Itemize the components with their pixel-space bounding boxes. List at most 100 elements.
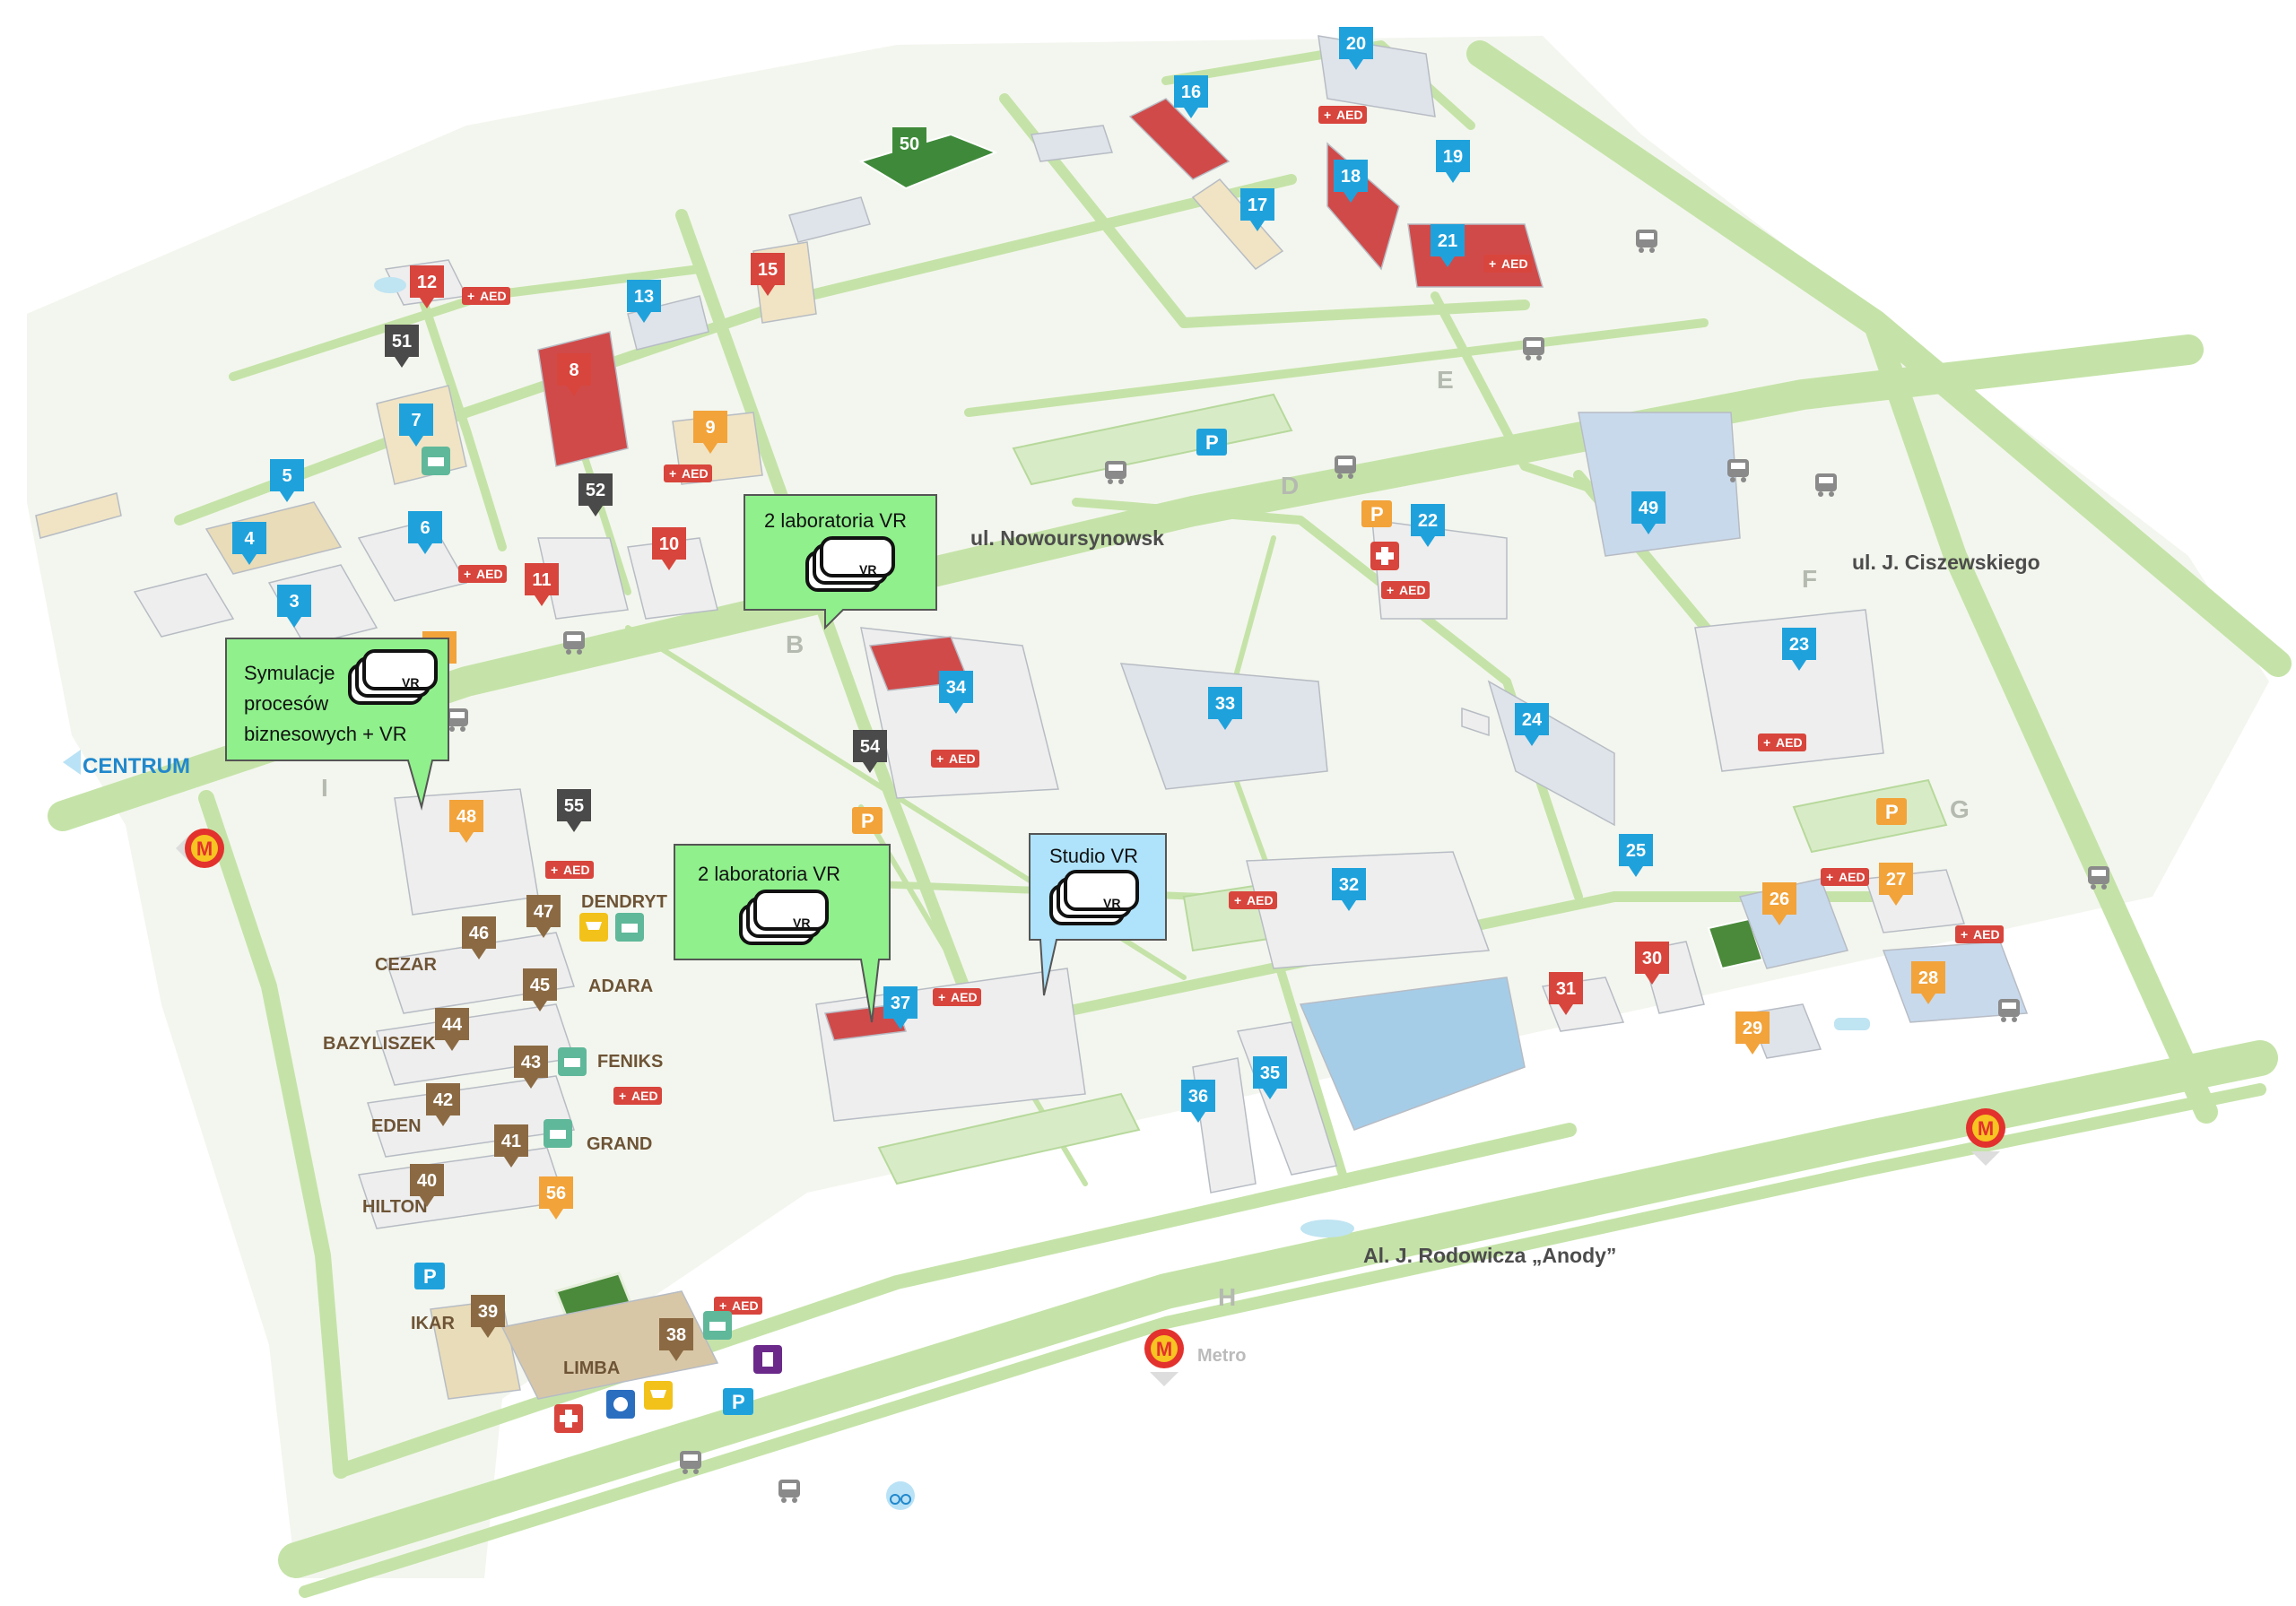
pin-marker [1911,961,1945,1004]
svg-text:AED: AED [1501,256,1528,271]
svg-text:+: + [1234,893,1241,907]
pin-number: 9 [705,418,715,438]
aed-icon: +AED [933,988,981,1006]
building-pin-56: 56 [539,1176,573,1220]
building-pin-6: 6 [408,511,442,554]
svg-text:AED: AED [1399,583,1426,597]
aed-icon: +AED [458,565,507,583]
tennis-court [1707,917,1764,970]
building-pin-8: 8 [557,353,591,396]
building-pin-26: 26 [1762,882,1796,925]
building-pin-31: 31 [1549,972,1583,1015]
building-pin-39: 39 [471,1295,505,1338]
pin-marker [1436,140,1470,183]
building-pin-19: 19 [1436,140,1470,183]
vr-studio-title: Studio VR [1049,845,1138,867]
vr-symulacje-line3: biznesowych + VR [244,723,407,745]
printer-icon [615,913,644,942]
bus-icon [563,631,585,655]
pin-number: 54 [860,737,881,757]
building-pin-11: 11 [525,563,559,606]
building-pin-46: 46 [462,916,496,959]
pin-number: 5 [282,466,291,486]
svg-text:M: M [1978,1117,1994,1140]
pin-marker [751,253,785,296]
pin-number: 41 [501,1132,521,1151]
pin-number: 43 [521,1053,541,1072]
medical-icon [1370,542,1399,570]
ponds [374,277,1870,1237]
dorm-cezar: CEZAR [375,955,437,975]
building-pin-10: 10 [652,527,686,570]
bus-icon [1727,459,1749,482]
gate-e: E [1437,366,1454,394]
aed-icon: +AED [613,1087,662,1105]
pin-number: 8 [569,360,578,380]
pin-number: 36 [1188,1087,1208,1107]
pin-number: 28 [1918,968,1938,988]
svg-text:VR: VR [793,916,810,930]
pin-marker [523,968,557,1011]
svg-text:P: P [861,810,874,832]
svg-text:+: + [1961,927,1968,942]
svg-text:P: P [423,1265,437,1288]
building-pin-4: 4 [232,522,266,565]
pin-number: 16 [1181,82,1201,102]
pin-marker [627,280,661,323]
gate-f: F [1802,565,1817,593]
vr-headset-icon: VR [739,890,829,945]
metro-icon: M [176,829,224,868]
pin-number: 22 [1418,511,1438,531]
pin-marker [1334,160,1368,203]
pin-number: 48 [457,807,476,827]
street-labels: ul. Nowoursynowsk ul. J. Ciszewskiego Al… [83,526,2040,1366]
aed-icon: +AED [545,861,594,879]
pin-marker [1332,868,1366,911]
pin-marker [1515,703,1549,746]
pin-marker [1635,942,1669,985]
pin-number: 26 [1770,890,1789,909]
svg-text:AED: AED [563,863,590,877]
building-pin-16: 16 [1174,75,1208,118]
pin-marker [1631,491,1665,534]
dorm-limba: LIMBA [563,1359,620,1378]
svg-text:+: + [1387,583,1394,597]
aed-icon: +AED [462,287,510,305]
dorm-adara: ADARA [588,977,653,996]
pin-marker [514,1046,548,1089]
building-pin-37: 37 [883,986,918,1029]
pin-number: 24 [1522,710,1543,730]
building-pin-29: 29 [1735,1011,1770,1055]
street-rodowicza: Al. J. Rodowicza „Anody” [1363,1244,1616,1267]
building-pin-28: 28 [1911,961,1945,1004]
printer-icon [703,1311,732,1340]
gate-labels: B D E F G H I [321,366,1970,1311]
svg-text:VR: VR [859,562,876,577]
pin-marker [270,459,304,502]
svg-text:+: + [467,289,474,303]
atm-icon [606,1390,635,1419]
aed-icon: +AED [1821,868,1869,886]
bus-icon [1998,999,2020,1022]
building-pin-43: 43 [514,1046,548,1089]
svg-text:AED: AED [1973,927,2000,942]
building-pin-12: 12 [410,265,444,308]
pin-number: 42 [433,1090,453,1110]
street-nowoursynowska: ul. Nowoursynowsk [970,526,1164,550]
centrum-arrow [63,750,81,775]
pin-marker [399,404,433,447]
printer-icon [558,1047,587,1076]
pin-number: 55 [564,796,584,816]
svg-text:AED: AED [1839,870,1866,884]
gate-g: G [1950,795,1970,823]
svg-text:+: + [936,751,944,766]
dorm-grand: GRAND [587,1134,652,1154]
pin-marker [939,671,973,714]
vr-headset-icon: VR [1049,870,1139,925]
pin-number: 12 [417,273,437,292]
building-pin-18: 18 [1334,160,1368,203]
dorm-ikar: IKAR [411,1314,455,1333]
pin-number: 6 [420,518,430,538]
pin-number: 7 [411,411,421,430]
parking-markers: P P P P P P [414,429,1907,1415]
